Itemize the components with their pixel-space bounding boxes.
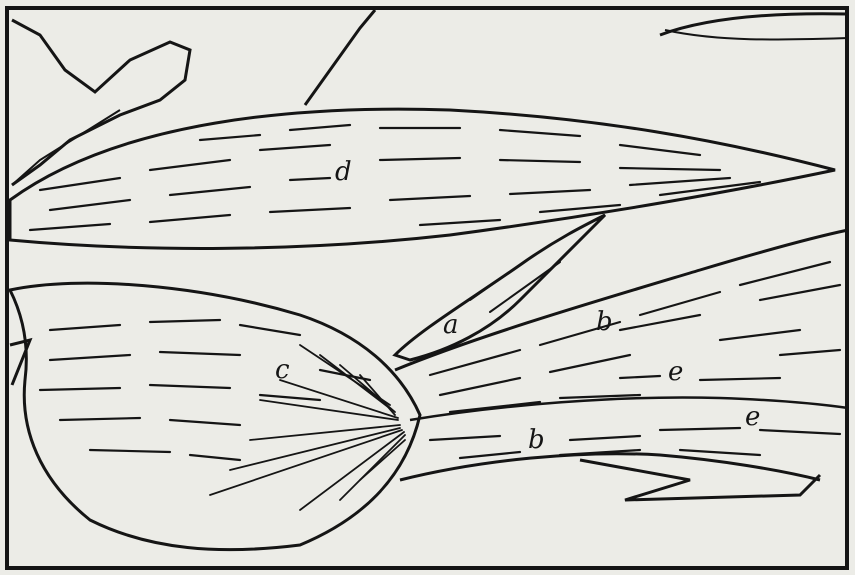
label-b-lower: b: [528, 425, 545, 455]
muscle-c-outline: [10, 283, 420, 550]
label-e-lower: e: [745, 402, 760, 432]
bone-edge-top-right: [665, 30, 848, 40]
label-a: a: [443, 310, 459, 340]
label-e-upper: e: [668, 357, 683, 387]
muscle-b-upper-edge: [395, 230, 848, 370]
label-c: c: [275, 355, 290, 385]
label-d: d: [335, 157, 352, 187]
tendon-hook: [580, 460, 820, 500]
label-b-upper: b: [596, 307, 613, 337]
bone-outline-top-right: [660, 14, 848, 35]
bone-outline-top: [305, 10, 375, 105]
